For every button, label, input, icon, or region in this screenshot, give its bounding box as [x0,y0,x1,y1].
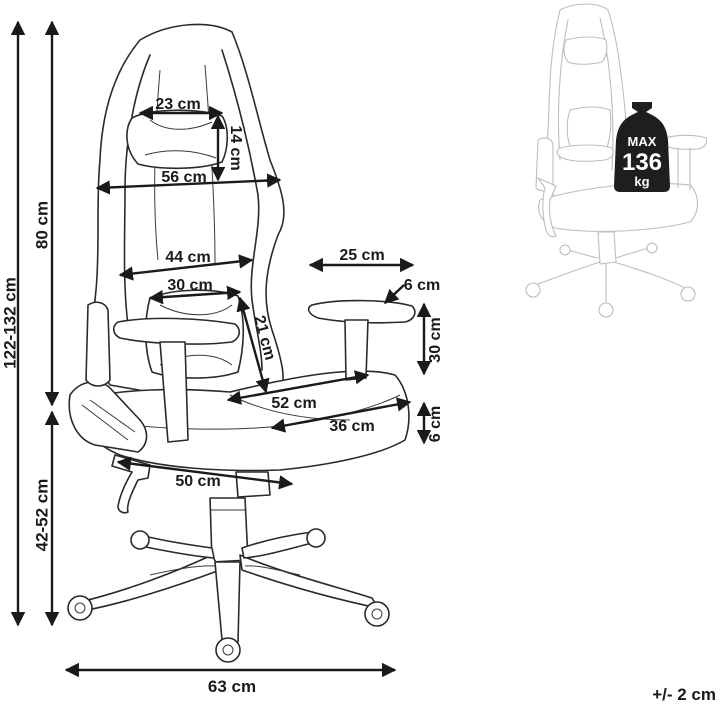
label-seat-side-width: 50 cm [175,473,220,490]
base-leg-front-left [75,554,221,613]
label-back-width: 44 cm [165,249,210,266]
left-armrest-pad [112,317,241,345]
caster-front-left [67,595,93,621]
label-backrest-height: 80 cm [32,201,51,249]
base-leg-front [214,561,241,643]
right-armrest-post [344,319,369,381]
label-seat-depth: 52 cm [271,395,316,412]
label-headrest-width: 23 cm [155,96,200,113]
weight-badge-value: 136 [622,149,662,176]
label-shoulder-width: 56 cm [161,169,206,186]
label-base-width: 63 cm [208,677,256,696]
label-armrest-width: 6 cm [404,277,440,294]
label-total-height: 122-132 cm [0,277,19,369]
left-armrest-post [159,341,189,443]
dimension-labels: 122-132 cm 80 cm 42-52 cm 63 cm 23 cm 14… [0,96,444,696]
right-armrest-pad [307,299,416,324]
base-leg-right [239,554,379,609]
label-armrest-height: 30 cm [427,317,444,362]
weight-icon [614,102,670,192]
weight-badge: MAX 136 kg [614,102,670,192]
label-headrest-height: 14 cm [227,125,244,170]
gas-cylinder-cover [235,471,271,498]
weight-badge-unit: kg [634,174,649,189]
label-seat-width: 36 cm [329,418,374,435]
tolerance-note: +/- 2 cm [652,685,716,704]
caster-front [215,637,241,663]
label-lumbar-width: 30 cm [167,277,212,294]
thumbnail-chair [525,3,708,318]
chair-illustration [67,23,416,663]
headrest-pillow [126,109,229,170]
dimension-lines [10,20,432,678]
left-armrest-side [85,301,111,387]
caster-back-left [130,530,150,550]
caster-back-right [306,528,326,548]
label-seat-height: 42-52 cm [32,479,51,552]
base-leg-back-right [241,531,317,559]
caster-right [364,601,390,627]
label-armrest-length: 25 cm [339,247,384,264]
weight-badge-label: MAX [628,134,657,149]
label-cushion-thickness: 6 cm [427,406,444,442]
